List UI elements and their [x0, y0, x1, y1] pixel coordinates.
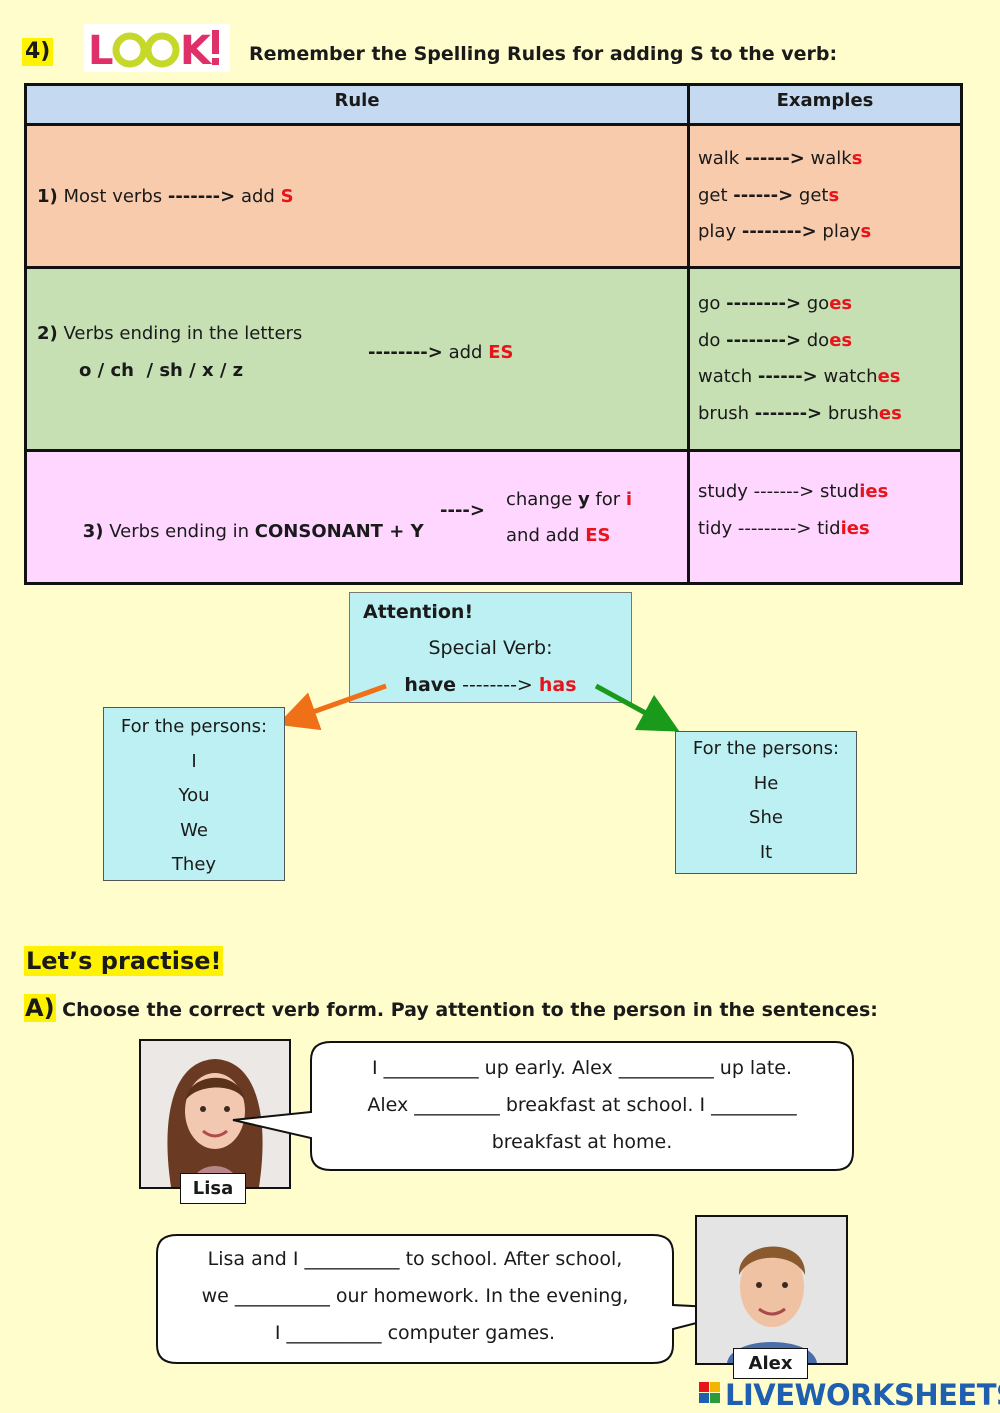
rule-arrow: -------->: [368, 342, 443, 363]
rule-arrow: ------->: [167, 185, 236, 207]
special-verb: have: [404, 674, 457, 696]
lisa-name-tag: Lisa: [180, 1173, 246, 1204]
rule-text: Most verbs: [57, 185, 168, 207]
rule-cell: 1) Most verbs -------> add S: [24, 123, 690, 269]
sentence-line: Lisa and I __________ to school. After s…: [207, 1248, 623, 1270]
persons-label: For the persons:: [692, 738, 840, 759]
attention-subtitle: Special Verb:: [428, 637, 553, 659]
table-row: 2) Verbs ending in the letters o / ch / …: [24, 266, 963, 452]
rule-number: 1): [37, 185, 58, 207]
rule-change-y: y: [577, 489, 590, 510]
lisa-speech-bubble: [232, 1041, 854, 1171]
examples-cell: study -------> studies tidy ---------> t…: [687, 449, 963, 585]
alex-text: Lisa and I __________ to school. After s…: [160, 1241, 670, 1352]
example-line: tidy ---------> tidies: [698, 517, 870, 539]
sentence-line: Alex _________ breakfast at school. I __…: [367, 1094, 797, 1116]
table-row: 1) Most verbs -------> add S walk ------…: [24, 123, 963, 269]
person-item: He: [753, 772, 779, 794]
example-line: go --------> goes: [698, 293, 853, 314]
person-item: We: [180, 819, 208, 841]
rule-bold-text: CONSONANT + Y: [254, 521, 424, 542]
persons-right-box: For the persons: He She It: [675, 731, 857, 874]
examples-cell: walk ------> walks get ------> gets play…: [687, 123, 963, 269]
connector-arrows: [277, 683, 680, 732]
rule-cell: 2) Verbs ending in the letters o / ch / …: [24, 266, 690, 452]
sentence-line: I __________ computer games.: [274, 1322, 556, 1344]
rule-ending: ES: [488, 342, 514, 363]
column-header-rule: Rule: [24, 83, 690, 126]
liveworksheets-logo: LIVEWORKSHEETS: [725, 1378, 1000, 1412]
attention-title: Attention!: [363, 601, 474, 623]
alex-photo: [695, 1215, 848, 1365]
sentence-line: we __________ our homework. In the eveni…: [201, 1285, 629, 1307]
rule-action: add: [442, 342, 489, 363]
person-item: It: [759, 841, 773, 863]
rule-number: 3): [82, 521, 104, 542]
special-verb-result: has: [538, 674, 577, 696]
practise-heading: Let’s practise!: [24, 946, 224, 976]
person-item: They: [171, 854, 217, 875]
boy-portrait-icon: [697, 1217, 846, 1363]
rule-cell: 3) Verbs ending in CONSONANT + Y ----> c…: [24, 449, 690, 585]
lisa-photo: [139, 1039, 291, 1189]
rule-ending: S: [280, 185, 294, 207]
rule-change-i: i: [625, 489, 633, 510]
example-line: get ------> gets: [698, 184, 840, 206]
column-header-examples: Examples: [687, 83, 963, 126]
rule-ending: ES: [585, 525, 611, 546]
persons-left-box: For the persons: I You We They: [103, 707, 285, 881]
example-line: play --------> plays: [698, 221, 872, 243]
spelling-rules-table: Rule Examples 1) Most verbs -------> add…: [24, 83, 963, 585]
page-title: Remember the Spelling Rules for adding S…: [249, 43, 838, 65]
rule-number: 2): [37, 323, 58, 344]
rule-letters: o / ch / sh / x / z: [79, 360, 244, 381]
person-item: You: [178, 785, 210, 806]
instruction-text: Choose the correct verb form. Pay attent…: [62, 999, 878, 1021]
rule-change-mid: for: [589, 489, 626, 510]
rule-arrow: ---->: [440, 500, 485, 521]
example-line: do --------> does: [698, 329, 853, 351]
svg-text:L: L: [88, 28, 114, 72]
lisa-text: I __________ up early. Alex __________ u…: [313, 1050, 851, 1161]
rule-action: add: [235, 185, 281, 207]
special-verb-line: have --------> has: [350, 674, 631, 696]
look-logo-icon: L K: [84, 24, 230, 72]
example-line: brush -------> brushes: [698, 402, 902, 424]
arrow-left-icon: [277, 683, 387, 731]
alex-speech-bubble: [156, 1234, 752, 1364]
special-verb-arrow: -------->: [456, 674, 539, 696]
liveworksheets-grid-icon: [699, 1382, 721, 1404]
examples-cell: go --------> goes do --------> does watc…: [687, 266, 963, 452]
example-line: study -------> studies: [698, 481, 889, 502]
example-line: watch ------> watches: [698, 366, 901, 387]
alex-name-tag: Alex: [733, 1348, 808, 1379]
svg-text:K: K: [180, 28, 213, 72]
girl-portrait-icon: [141, 1041, 289, 1187]
rule-add-text: and add: [506, 525, 586, 546]
sentence-line: I __________ up early. Alex __________ u…: [371, 1057, 793, 1079]
rule-text: Verbs ending in: [103, 521, 255, 542]
arrow-right-icon: [594, 683, 680, 732]
exercise-instruction: A) Choose the correct verb form. Pay att…: [24, 994, 878, 1022]
table-row: 3) Verbs ending in CONSONANT + Y ----> c…: [24, 449, 963, 585]
sentence-line: breakfast at home.: [491, 1131, 673, 1153]
person-item: I: [191, 750, 197, 772]
section-number: 4): [22, 38, 54, 66]
section-letter: A): [24, 994, 56, 1022]
example-line: walk ------> walks: [698, 148, 863, 170]
person-item: She: [749, 807, 783, 828]
rule-text: Verbs ending in the letters: [57, 323, 303, 344]
persons-label: For the persons:: [120, 716, 268, 737]
attention-box: Attention! Special Verb: have --------> …: [349, 592, 632, 703]
rule-change-text: change: [506, 489, 578, 510]
